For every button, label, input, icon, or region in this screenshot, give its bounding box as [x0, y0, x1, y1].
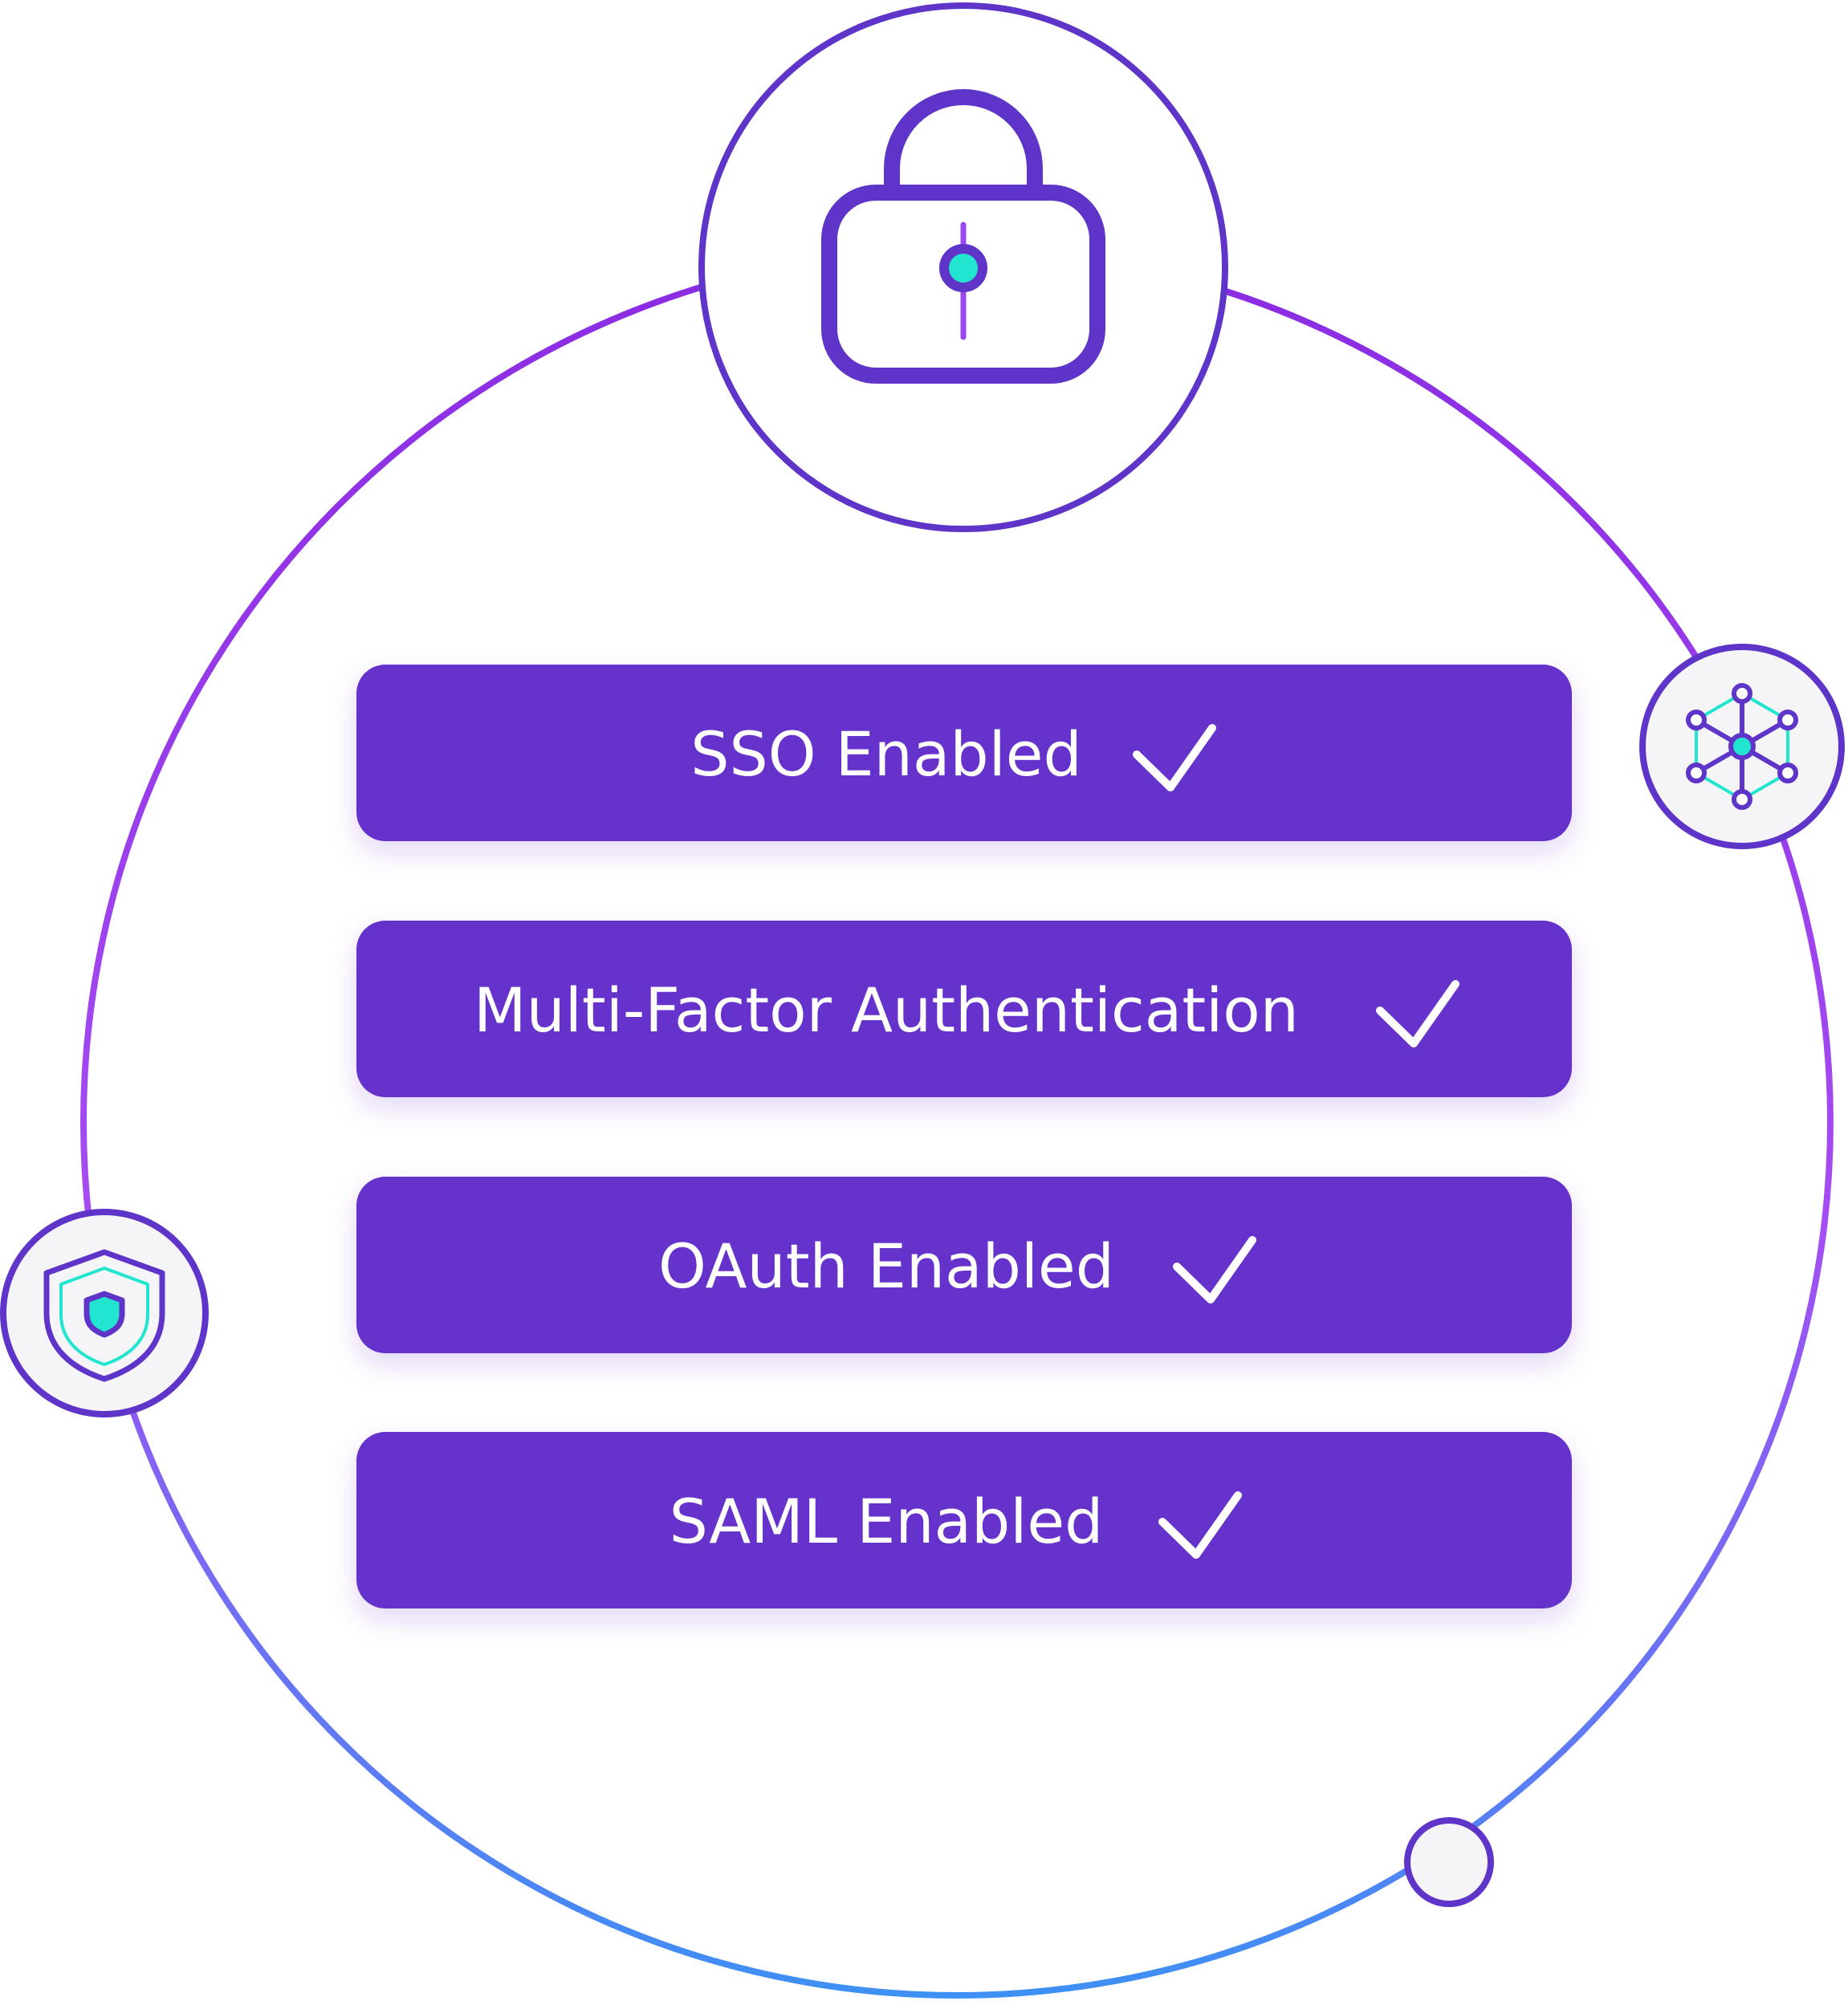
badge-sso — [356, 665, 1572, 841]
badge-oauth — [356, 1177, 1572, 1353]
lock-node — [698, 2, 1228, 532]
network-hub-icon — [1686, 683, 1798, 810]
network-node — [1639, 644, 1845, 849]
badge-mfa-label: Multi-Factor Authentication — [474, 974, 1299, 1046]
check-icon — [1158, 1491, 1242, 1559]
badge-mfa — [356, 921, 1572, 1097]
badge-saml-label: SAML Enabled — [670, 1486, 1104, 1557]
check-icon — [1376, 980, 1459, 1047]
lock-icon — [821, 89, 1105, 384]
badge-sso-label: SSO Enabled — [690, 718, 1082, 790]
badge-saml — [356, 1432, 1572, 1608]
shield-node — [0, 1209, 209, 1417]
badge-oauth-label: OAuth Enabled — [658, 1230, 1114, 1302]
check-icon — [1173, 1236, 1256, 1303]
empty-node-icon — [1404, 1817, 1494, 1907]
check-icon — [1133, 724, 1216, 791]
bottom-node — [1404, 1817, 1494, 1907]
shield-icon — [43, 1249, 165, 1382]
